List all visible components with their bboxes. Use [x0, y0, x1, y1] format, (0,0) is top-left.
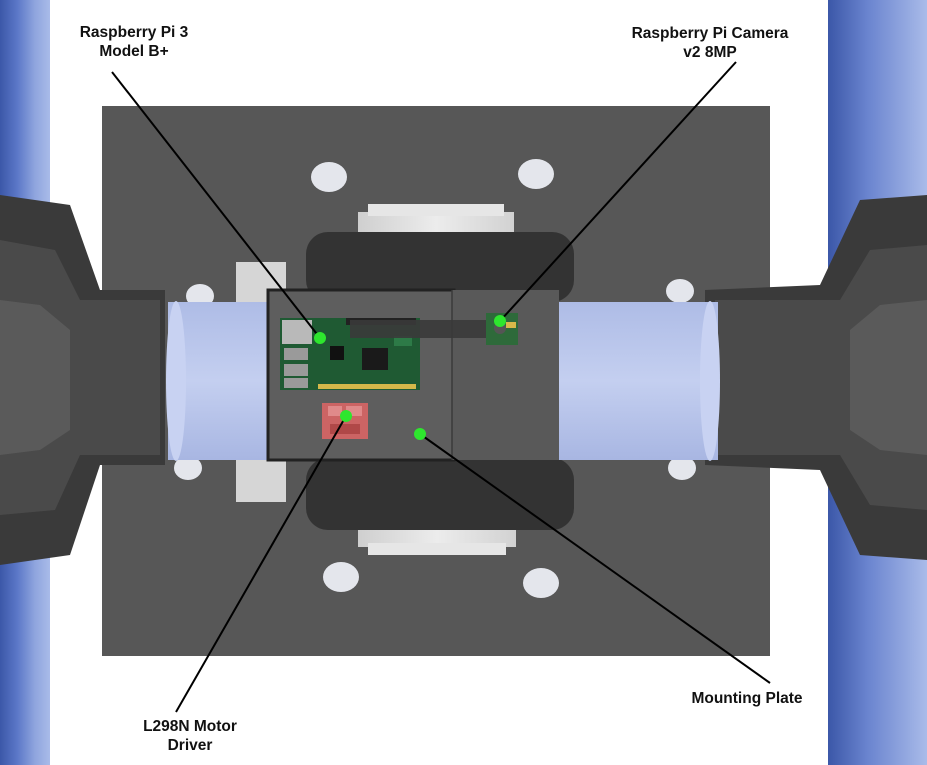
wheel-hub-left: [0, 195, 165, 565]
raspberry-pi-callout-line1: Raspberry Pi 3: [79, 24, 189, 41]
motor-housing-bottom: [306, 458, 574, 530]
motor-driver-callout-line1: L298N Motor: [143, 718, 237, 735]
axle-end-right: [700, 301, 720, 461]
mounting-plate-callout: Mounting Plate: [672, 689, 822, 708]
mounting-holes: [174, 159, 696, 598]
motor-driver-callout-line2: Driver: [167, 737, 213, 754]
marker-mounting-plate: [414, 428, 426, 440]
marker-motor-driver: [340, 410, 352, 422]
leader-line-motor-driver: [175, 415, 347, 713]
leader-line-mounting-plate: [419, 433, 771, 684]
camera-ribbon-cable: [350, 320, 492, 338]
motor-driver-callout: L298N Motor Driver: [125, 717, 255, 755]
leader-line-camera: [499, 61, 737, 322]
camera-callout: Raspberry Pi Camera v2 8MP: [605, 24, 815, 62]
raspberry-pi-callout: Raspberry Pi 3 Model B+: [54, 23, 214, 61]
marker-camera: [494, 315, 506, 327]
camera-callout-line2: v2 8MP: [683, 44, 737, 61]
motor-housing-top: [306, 232, 574, 302]
camera-callout-line1: Raspberry Pi Camera: [631, 25, 789, 42]
wheel-hub-right: [705, 195, 927, 560]
mounting-plate-callout-line1: Mounting Plate: [691, 690, 803, 707]
leader-line-raspberry-pi: [111, 71, 321, 339]
axle-end-left: [166, 301, 186, 461]
marker-raspberry-pi: [314, 332, 326, 344]
raspberry-pi-callout-line2: Model B+: [99, 43, 169, 60]
